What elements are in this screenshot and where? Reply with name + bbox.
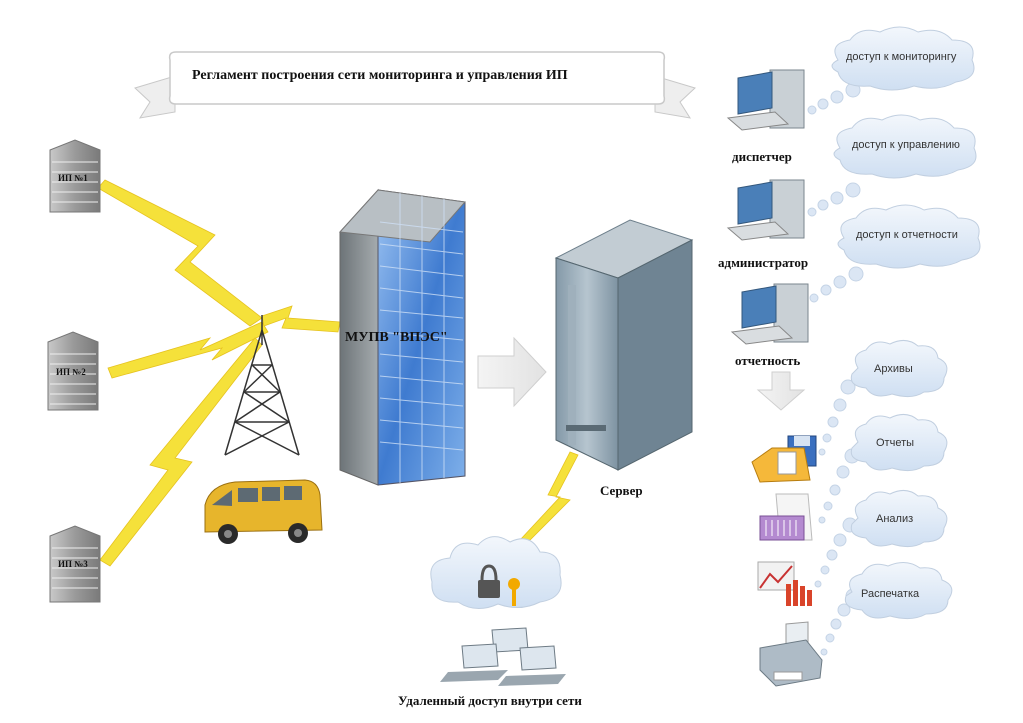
remote-cloud [431, 537, 561, 609]
hub-label: МУПВ "ВПЭС" [345, 330, 448, 346]
server-icon [556, 220, 692, 470]
analysis-chart-icon [758, 562, 812, 606]
workstation-label-reporting: отчетность [735, 353, 800, 369]
lightning-icon [108, 322, 268, 378]
cloud-text-reports: Отчеты [876, 437, 914, 449]
cloud-text-management: доступ к управлению [852, 139, 960, 151]
computer-icon-administrator [728, 180, 804, 240]
folder-icon [752, 436, 816, 482]
cloud-text-archives: Архивы [874, 363, 913, 375]
cloud-text-reporting: доступ к отчетности [856, 229, 958, 241]
cloud-text-analysis: Анализ [876, 513, 913, 525]
report-icon [760, 494, 812, 540]
lightning-icon [98, 180, 262, 326]
server-label: Сервер [600, 483, 643, 499]
computer-icon-dispatcher [728, 70, 804, 130]
workstation-label-dispatcher: диспетчер [732, 149, 792, 165]
source-label-ip1: ИП №1 [58, 173, 88, 183]
banner-ribbon [135, 52, 695, 118]
workstation-label-administrator: администратор [718, 255, 808, 271]
computer-icon-reporting [732, 284, 808, 344]
remote-access-label: Удаленный доступ внутри сети [398, 693, 582, 709]
lightning-icon [520, 452, 578, 542]
source-label-ip2: ИП №2 [56, 367, 86, 377]
arrow-down-icon [758, 372, 804, 410]
lightning-icon [262, 306, 340, 332]
arrow-hub-to-server [478, 338, 546, 406]
source-label-ip3: ИП №3 [58, 559, 88, 569]
cloud-text-printing: Распечатка [861, 588, 919, 600]
minibus-icon [205, 480, 322, 544]
cloud-text-monitoring: доступ к мониторингу [846, 51, 956, 63]
banner-title: Регламент построения сети мониторинга и … [192, 68, 568, 84]
laptops-icon [440, 628, 566, 686]
printer-icon [760, 622, 822, 686]
